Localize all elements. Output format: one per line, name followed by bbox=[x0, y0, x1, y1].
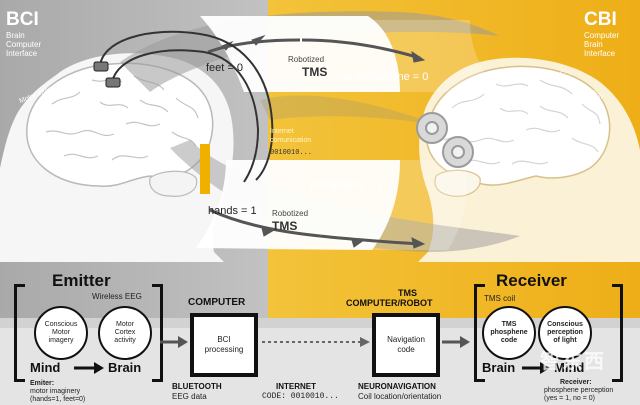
emitter-mind-label: Mind bbox=[30, 360, 61, 375]
watermark: 智东西 bbox=[540, 351, 606, 373]
tms-coil-label: TMS coil bbox=[484, 294, 516, 303]
phosphene-one-label: phosphene = 1 bbox=[310, 179, 384, 191]
bci-subtitle-line: Computer bbox=[6, 40, 42, 49]
tms-title-line: COMPUTER/ROBOT bbox=[346, 298, 433, 308]
emitter-caption-line: motor imaginery bbox=[30, 388, 81, 395]
computer-title: COMPUTER bbox=[188, 297, 246, 308]
bluetooth-label: BLUETOOTH bbox=[172, 382, 222, 391]
internet-note-line: Internet bbox=[270, 128, 294, 135]
lower-robotized-label: Robotized bbox=[272, 209, 309, 218]
emitter-caption-line: (hands=1, feet=0) bbox=[30, 396, 86, 403]
receiver-caption-line: phosphene perception bbox=[544, 387, 614, 394]
receiver-brain-label: Brain bbox=[482, 360, 516, 375]
internet-label: INTERNET bbox=[276, 382, 316, 391]
cbi-title: CBI bbox=[584, 9, 617, 30]
receiver-caption-line: (yes = 1, no = 0) bbox=[544, 395, 595, 402]
receiver-title: Receiver bbox=[496, 271, 567, 290]
bottom-panel-strip bbox=[0, 318, 640, 328]
lower-flow-band bbox=[196, 160, 400, 250]
eeg-connector bbox=[200, 144, 210, 194]
receiver-caption-title: Receiver: bbox=[560, 379, 592, 386]
coil-location-label: Coil location/orientation bbox=[358, 392, 442, 401]
cbi-subtitle-line: Brain bbox=[584, 40, 603, 49]
neuronavigation-label: NEURONAVIGATION bbox=[358, 382, 436, 391]
lower-tms-label: TMS bbox=[272, 219, 298, 233]
tms-title-line: TMS bbox=[398, 288, 417, 298]
wireless-eeg-label: Wireless EEG bbox=[92, 292, 142, 301]
feet-zero-label: feet = 0 bbox=[206, 62, 244, 74]
cbi-subtitle-line: Interface bbox=[584, 49, 616, 58]
bci-subtitle-line: Interface bbox=[6, 49, 38, 58]
emitter-bracket-left bbox=[14, 284, 25, 382]
hands-one-label: hands = 1 bbox=[208, 205, 257, 217]
receiver-bracket-right bbox=[612, 284, 623, 382]
internet-code-label: CODE: 0010010... bbox=[262, 392, 339, 401]
cbi-subtitle-line: Computer bbox=[584, 31, 620, 40]
emitter-caption-title: Emiter: bbox=[30, 380, 55, 387]
bci-title: BCI bbox=[6, 9, 39, 30]
emitter-brain-label: Brain bbox=[108, 360, 142, 375]
upper-flow-arrows bbox=[207, 34, 426, 63]
upper-flow-band bbox=[200, 16, 400, 92]
upper-robotized-label: Robotized bbox=[288, 55, 325, 64]
receiver-bracket-left bbox=[474, 284, 485, 382]
internet-note-line: comunication bbox=[270, 137, 312, 144]
upper-tms-label: TMS bbox=[302, 65, 328, 79]
bci-subtitle-line: Brain bbox=[6, 31, 25, 40]
no-phosphene-label: no phosphene = 0 bbox=[340, 71, 429, 83]
emitter-title: Emitter bbox=[52, 271, 111, 290]
tms-coil bbox=[416, 112, 474, 168]
receiver-mind-label: Mind bbox=[554, 360, 585, 375]
emitter-bracket-right bbox=[152, 284, 163, 382]
internet-note-code: 0010010... bbox=[270, 149, 313, 157]
lower-flow-arrows bbox=[209, 208, 426, 249]
eeg-data-label: EEG data bbox=[172, 392, 207, 401]
